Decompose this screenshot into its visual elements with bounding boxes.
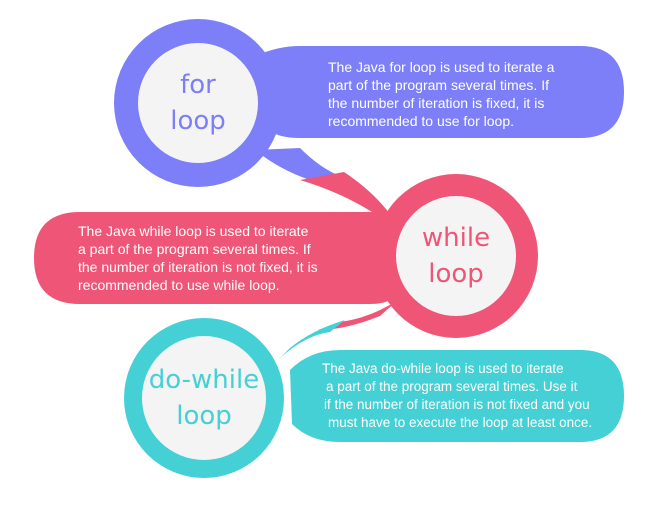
for-while-connector-upper (255, 148, 340, 180)
desc-line: a part of the program several times. Use… (326, 379, 578, 394)
do-while-loop-title-line1: do-while (148, 365, 260, 395)
do-while-loop-description: The Java do-while loop is used to iterat… (322, 360, 592, 432)
while-dowhile-connector-lower (270, 320, 345, 368)
while-loop-panel (34, 212, 398, 304)
for-loop-title-line2: loop (170, 106, 226, 136)
while-loop-title-line1: while (421, 223, 491, 253)
for-loop-circle: for loop (138, 43, 258, 163)
for-loop-title-line1: for (180, 70, 216, 100)
desc-line: The Java while loop is used to iterate (78, 223, 309, 239)
do-while-loop-title-line2: loop (176, 401, 232, 431)
for-loop-panel (240, 46, 624, 138)
desc-line: recommended to use for loop. (328, 113, 514, 129)
do-while-loop-panel (290, 350, 624, 442)
while-loop-title-line2: loop (428, 259, 484, 289)
desc-line: if the number of iteration is not fixed … (324, 397, 590, 412)
desc-line: The Java for loop is used to iterate a (328, 59, 555, 75)
desc-line: part of the program several times. If (328, 77, 549, 93)
do-while-loop-circle: do-while loop (142, 336, 266, 460)
desc-line: a part of the program several times. If (78, 241, 311, 257)
desc-line: must have to execute the loop at least o… (328, 415, 593, 430)
desc-line: The Java do-while loop is used to iterat… (322, 361, 564, 376)
while-loop-description: The Java while loop is used to iterate a… (78, 222, 318, 294)
for-loop-description: The Java for loop is used to iterate a p… (328, 58, 554, 130)
desc-line: recommended to use while loop. (78, 277, 280, 293)
while-loop-circle: while loop (396, 196, 516, 316)
desc-line: the number of iteration is fixed, it is (328, 95, 545, 111)
desc-line: the number of iteration is not fixed, it… (78, 259, 318, 275)
